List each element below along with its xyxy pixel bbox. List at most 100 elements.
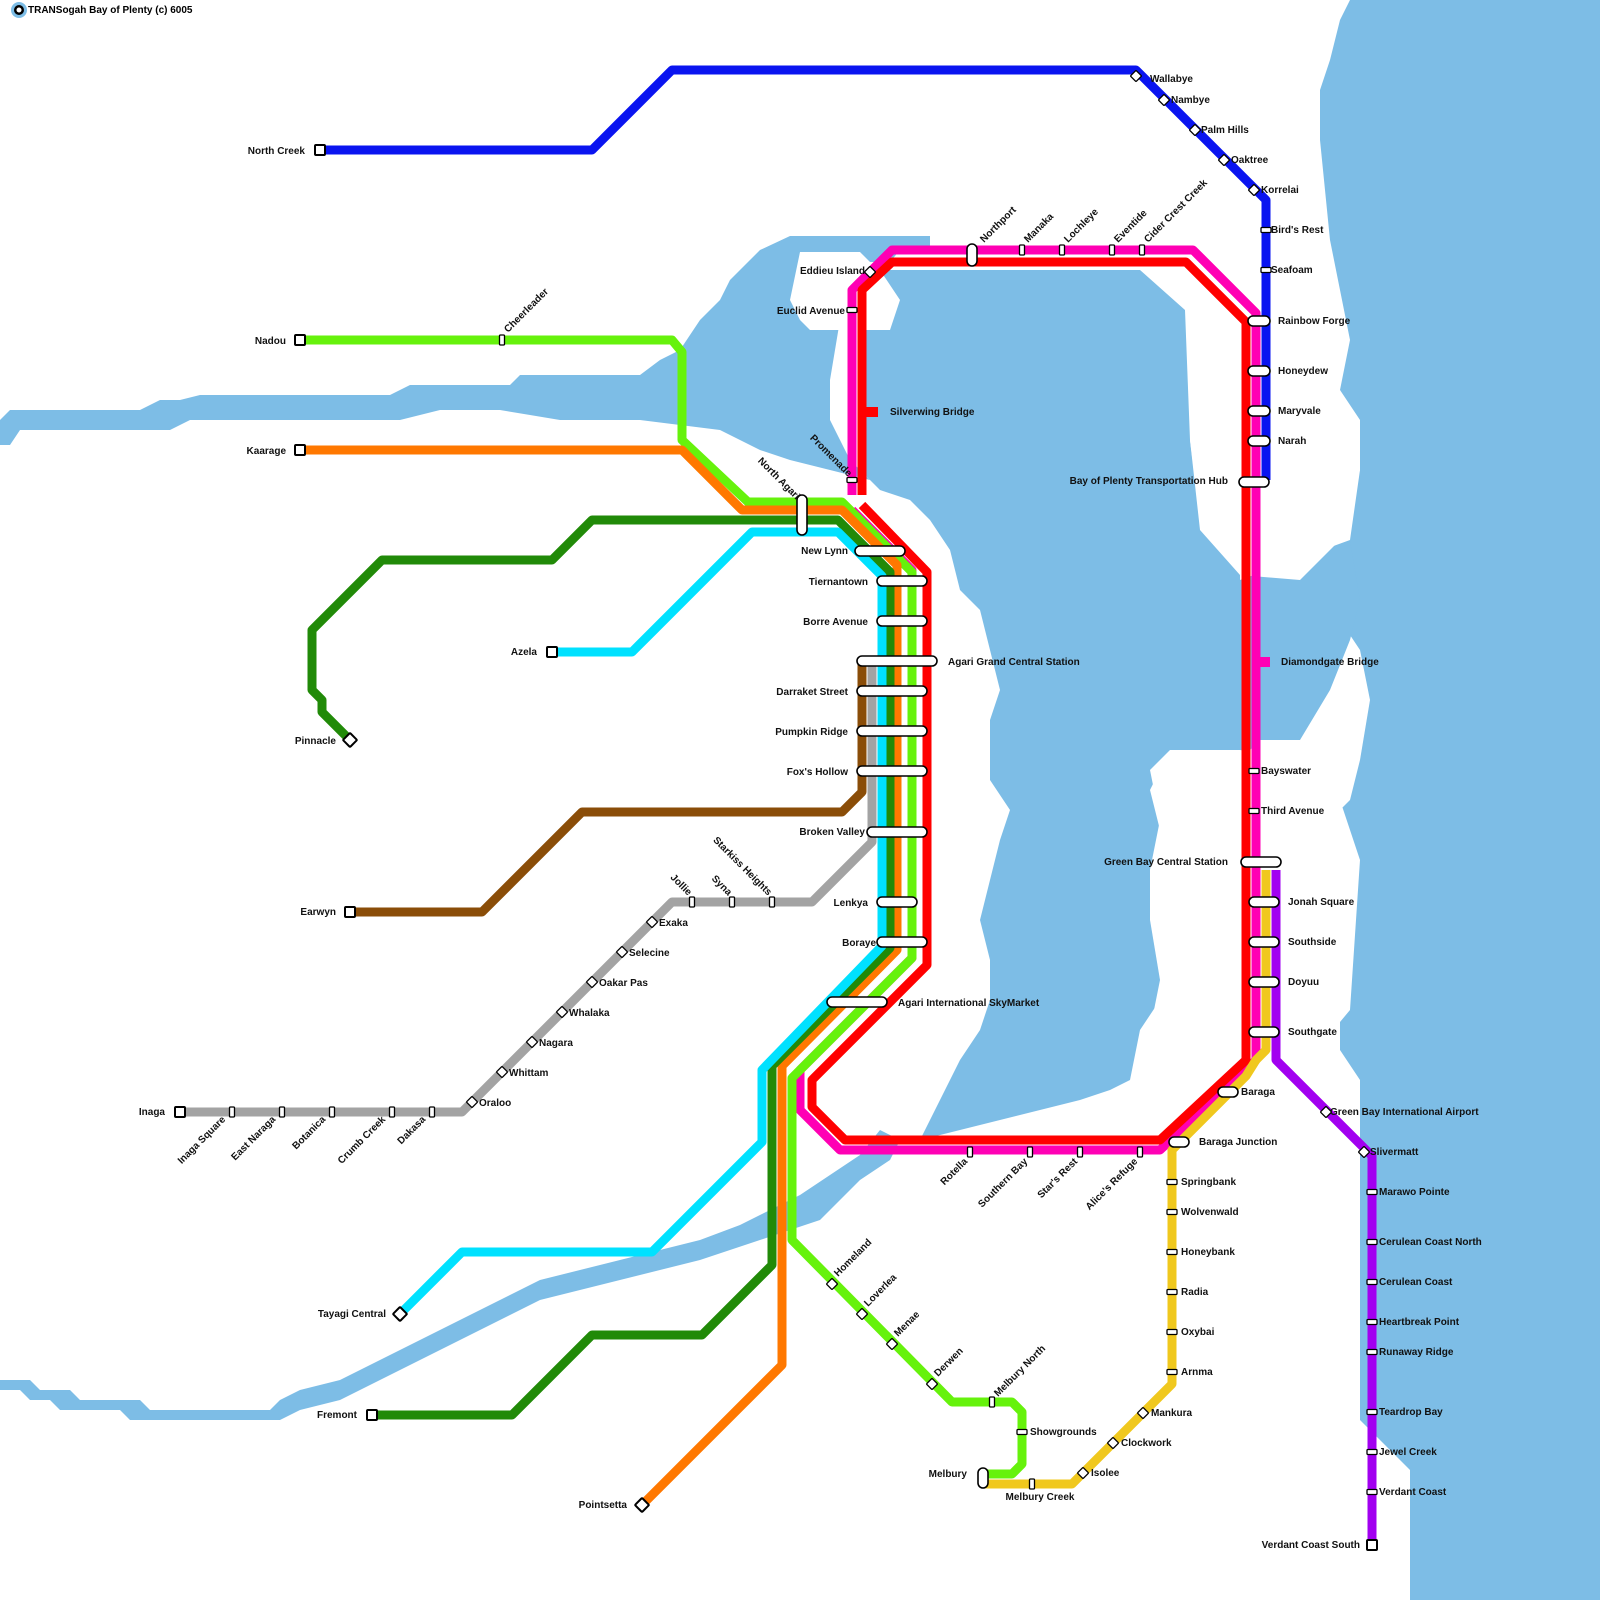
station-marker[interactable] [1248,184,1260,196]
interchange-marker[interactable] [977,1467,989,1489]
station-marker[interactable] [388,1106,396,1118]
station-label-wolvenwald[interactable]: Wolvenwald [1181,1207,1239,1218]
interchange-marker[interactable] [796,494,808,536]
station-label-tayagi-central[interactable]: Tayagi Central [318,1309,386,1320]
station-marker[interactable] [328,1106,336,1118]
interchange-marker[interactable] [876,896,918,908]
station-label-bayswater[interactable]: Bayswater [1261,766,1311,777]
station-label-honeydew[interactable]: Honeydew [1278,366,1328,377]
station-label-tiernantown[interactable]: Tiernantown [809,577,868,588]
station-marker[interactable] [1018,244,1026,256]
station-marker[interactable] [466,1096,478,1108]
station-label-arnma[interactable]: Arnma [1181,1367,1213,1378]
station-label-oxybai[interactable]: Oxybai [1181,1327,1215,1338]
station-label-southgate[interactable]: Southgate [1288,1027,1337,1038]
station-label-nagara[interactable]: Nagara [539,1038,573,1049]
station-marker[interactable] [526,1036,538,1048]
station-label-heartbreak-point[interactable]: Heartbreak Point [1379,1317,1460,1328]
station-label-korrelai[interactable]: Korrelai [1261,185,1299,196]
station-marker[interactable] [1166,1288,1178,1296]
station-marker[interactable] [1366,1238,1378,1246]
station-marker[interactable] [646,916,658,928]
station-label-kaarage[interactable]: Kaarage [247,446,287,457]
station-label-fremont[interactable]: Fremont [317,1410,358,1421]
station-marker[interactable] [1166,1208,1178,1216]
terminal-marker[interactable] [1366,1539,1378,1551]
terminal-marker[interactable] [546,646,558,658]
station-marker[interactable] [1138,244,1146,256]
station-marker[interactable] [1107,1437,1119,1449]
station-marker[interactable] [1366,1278,1378,1286]
station-label-melbury[interactable]: Melbury [929,1469,968,1480]
station-marker[interactable] [886,1338,898,1350]
station-label-seafoam[interactable]: Seafoam [1271,265,1313,276]
station-marker[interactable] [1166,1178,1178,1186]
interchange-marker[interactable] [876,575,928,587]
station-label-rainbow-forge[interactable]: Rainbow Forge [1278,316,1351,327]
station-label-nadou[interactable]: Nadou [255,336,286,347]
station-label-pointsetta[interactable]: Pointsetta [579,1500,628,1511]
station-label-whittam[interactable]: Whittam [509,1068,549,1079]
station-label-green-bay-central[interactable]: Green Bay Central Station [1104,857,1228,868]
station-marker[interactable] [616,946,628,958]
station-marker[interactable] [1320,1106,1332,1118]
station-label-lenkya[interactable]: Lenkya [834,898,869,909]
station-label-oaktree[interactable]: Oaktree [1231,155,1269,166]
station-marker[interactable] [428,1106,436,1118]
interchange-marker[interactable] [856,765,928,777]
station-marker[interactable] [1076,1146,1084,1158]
station-label-azela[interactable]: Azela [511,647,538,658]
station-label-slivermatt[interactable]: Slivermatt [1370,1147,1419,1158]
station-marker[interactable] [688,896,696,908]
station-marker[interactable] [1016,1428,1028,1436]
terminal-marker[interactable] [634,1497,650,1513]
station-label-darraket-street[interactable]: Darraket Street [776,687,848,698]
station-marker[interactable] [1166,1328,1178,1336]
station-marker[interactable] [1108,244,1116,256]
interchange-marker[interactable] [854,545,906,557]
station-label-baraga-junction[interactable]: Baraga Junction [1199,1137,1277,1148]
station-marker[interactable] [498,334,506,346]
interchange-marker[interactable] [876,936,928,948]
station-marker[interactable] [768,896,776,908]
station-label-cerulean-coast[interactable]: Cerulean Coast [1379,1277,1453,1288]
station-label-third-avenue[interactable]: Third Avenue [1261,806,1325,817]
station-marker[interactable] [1260,226,1272,234]
station-label-boraye[interactable]: Boraye [842,938,876,949]
station-marker[interactable] [826,1278,838,1290]
station-marker[interactable] [278,1106,286,1118]
station-label-teardrop-bay[interactable]: Teardrop Bay [1379,1407,1443,1418]
station-label-narah[interactable]: Narah [1278,436,1306,447]
station-label-new-lynn[interactable]: New Lynn [801,546,848,557]
station-marker[interactable] [1366,1348,1378,1356]
station-label-eddieu-island[interactable]: Eddieu Island [800,266,865,277]
station-label-jewel-creek[interactable]: Jewel Creek [1379,1447,1437,1458]
station-marker[interactable] [1026,1146,1034,1158]
station-marker[interactable] [1366,1488,1378,1496]
station-marker[interactable] [1158,94,1170,106]
interchange-marker[interactable] [856,655,938,667]
terminal-marker[interactable] [294,444,306,456]
station-marker[interactable] [1130,70,1142,82]
station-label-showgrounds[interactable]: Showgrounds [1030,1427,1097,1438]
station-marker[interactable] [846,306,858,314]
interchange-marker[interactable] [1168,1136,1190,1148]
station-label-jonah-square[interactable]: Jonah Square [1288,897,1355,908]
interchange-marker[interactable] [1248,936,1280,948]
station-label-agari-skymarket[interactable]: Agari International SkyMarket [898,998,1040,1009]
station-label-diamondgate-bridge[interactable]: Diamondgate Bridge [1281,657,1379,668]
station-label-springbank[interactable]: Springbank [1181,1177,1236,1188]
station-label-earwyn[interactable]: Earwyn [300,907,336,918]
interchange-marker[interactable] [1247,315,1271,327]
station-marker[interactable] [1366,1318,1378,1326]
station-label-cerulean-coast-north[interactable]: Cerulean Coast North [1379,1237,1482,1248]
station-marker[interactable] [1260,266,1272,274]
station-label-oraloo[interactable]: Oraloo [479,1098,511,1109]
station-label-doyuu[interactable]: Doyuu [1288,977,1319,988]
station-label-pinnacle[interactable]: Pinnacle [295,736,337,747]
station-label-isolee[interactable]: Isolee [1091,1468,1120,1479]
terminal-marker[interactable] [294,334,306,346]
station-marker[interactable] [1358,1146,1370,1158]
station-marker[interactable] [586,976,598,988]
station-marker[interactable] [1248,807,1260,815]
